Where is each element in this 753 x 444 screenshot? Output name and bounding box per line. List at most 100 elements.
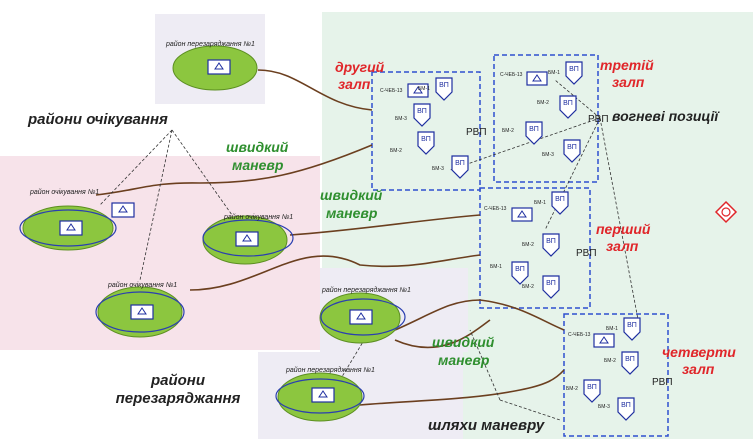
cheb-label: С-ЧЕБ-13: [568, 332, 591, 338]
bm-label: БМ-2: [604, 358, 616, 364]
label-quick-maneuver-3a: швидкий: [432, 334, 495, 350]
position-box-second: [371, 71, 481, 191]
label-rvp-second: РВП: [466, 127, 487, 138]
route-1: [257, 69, 373, 111]
command-vehicle-icon: [511, 207, 533, 222]
caption-area-wait-3: район очікування №1: [107, 281, 177, 289]
vp-label: ВП: [529, 126, 539, 133]
route-4: [189, 254, 481, 291]
command-vehicle-icon: [526, 71, 548, 86]
area-blob-wait-1: [19, 202, 135, 251]
area-blob-wait-3: [95, 286, 185, 338]
vp-label: ВП: [455, 160, 465, 167]
pointer-line: [139, 129, 173, 281]
label-rvp-fourth: РВП: [652, 377, 673, 388]
vp-label: ВП: [625, 356, 635, 363]
vp-label: ВП: [417, 108, 427, 115]
vp-symbol: ВП: [565, 61, 583, 85]
pointer-line: [599, 117, 641, 331]
label-fourth-salvo-1: четверти: [662, 344, 736, 360]
label-quick-maneuver-2a: швидкий: [320, 187, 383, 203]
label-fourth-salvo-2: залп: [682, 361, 715, 377]
vp-label: ВП: [569, 66, 579, 73]
label-quick-maneuver-1b: маневр: [232, 157, 284, 173]
pointer-line: [99, 129, 173, 206]
bm-label: БМ-1: [548, 70, 560, 76]
vp-label: ВП: [563, 100, 573, 107]
caption-area-wait-1: район очікування №1: [29, 188, 99, 196]
pointer-line: [544, 117, 601, 231]
vp-label: ВП: [546, 238, 556, 245]
bm-label: БМ-1: [490, 264, 502, 270]
bm-label: БМ-2: [522, 284, 534, 290]
command-vehicle-icon: [407, 83, 429, 98]
vp-label: ВП: [515, 266, 525, 273]
bm-label: БМ-2: [522, 242, 534, 248]
command-post-icon: [714, 200, 738, 224]
vp-label: ВП: [587, 384, 597, 391]
cheb-label: С-ЧЕБ-13: [500, 72, 523, 78]
label-second-salvo-1: другий: [335, 59, 385, 75]
bm-label: БМ-3: [542, 152, 554, 158]
vp-symbol: ВП: [583, 379, 601, 403]
label-maneuver-routes: шляхи маневру: [428, 417, 545, 434]
bm-label: БМ-1: [418, 86, 430, 92]
route-6: [359, 369, 565, 406]
vp-symbol: ВП: [525, 121, 543, 145]
vp-symbol: ВП: [551, 191, 569, 215]
caption-area-reload-top: район перезаряджання №1: [165, 40, 255, 48]
label-quick-maneuver-2b: маневр: [326, 205, 378, 221]
label-quick-maneuver-3b: маневр: [438, 352, 490, 368]
vp-label: ВП: [546, 280, 556, 287]
pointer-line: [449, 117, 601, 171]
area-blob-reload-mid: [319, 292, 406, 344]
vp-symbol: ВП: [435, 77, 453, 101]
bm-label: БМ-2: [390, 148, 402, 154]
vp-label: ВП: [567, 144, 577, 151]
cheb-label: С-ЧЕБ-13: [380, 88, 403, 94]
cheb-label: С-ЧЕБ-13: [484, 206, 507, 212]
label-rvp-first: РВП: [576, 248, 597, 259]
command-vehicle-icon: [593, 333, 615, 348]
vp-label: ВП: [555, 196, 565, 203]
bm-label: БМ-1: [534, 200, 546, 206]
label-third-salvo-2: залп: [612, 74, 645, 90]
vp-symbol: ВП: [542, 233, 560, 257]
bm-label: БМ-3: [395, 116, 407, 122]
vp-symbol: ВП: [511, 261, 529, 285]
vp-symbol: ВП: [413, 103, 431, 127]
route-2: [95, 144, 373, 196]
bm-label: БМ-1: [606, 326, 618, 332]
position-box-third: [493, 54, 599, 183]
area-blob-reload-top: [172, 45, 258, 91]
label-first-salvo-1: перший: [596, 221, 651, 237]
pointer-line: [469, 329, 501, 401]
maneuver-routes: [95, 69, 565, 406]
vp-symbol: ВП: [617, 397, 635, 421]
area-blobs: [19, 45, 406, 422]
area-blob-reload-bottom: [275, 372, 365, 422]
units: С-ЧЕБ-13ВПБМ-1ВПБМ-3ВПБМ-2ВПБМ-3С-ЧЕБ-13…: [380, 61, 641, 421]
vp-label: ВП: [621, 402, 631, 409]
vp-symbol: ВП: [621, 351, 639, 375]
label-reload-areas-2: перезаряджання: [116, 390, 241, 407]
bm-label: БМ-2: [566, 386, 578, 392]
label-firing-positions: вогневі позиції: [612, 108, 720, 124]
label-second-salvo-2: залп: [338, 76, 371, 92]
vp-symbol: ВП: [559, 95, 577, 119]
caption-area-reload-mid: район перезаряджання №1: [321, 286, 411, 294]
bm-label: БМ-3: [432, 166, 444, 172]
vp-symbol: ВП: [563, 139, 581, 163]
vp-symbol: ВП: [623, 317, 641, 341]
label-rvp-third: РВП: [588, 114, 609, 125]
route-7: [394, 319, 491, 349]
vp-symbol: ВП: [542, 275, 560, 299]
pointer-line: [499, 399, 561, 421]
label-waiting-areas: райони очікування: [27, 111, 168, 128]
route-3: [289, 214, 481, 236]
bm-label: БМ-3: [598, 404, 610, 410]
bm-label: БМ-2: [537, 100, 549, 106]
pointer-line: [171, 129, 233, 216]
